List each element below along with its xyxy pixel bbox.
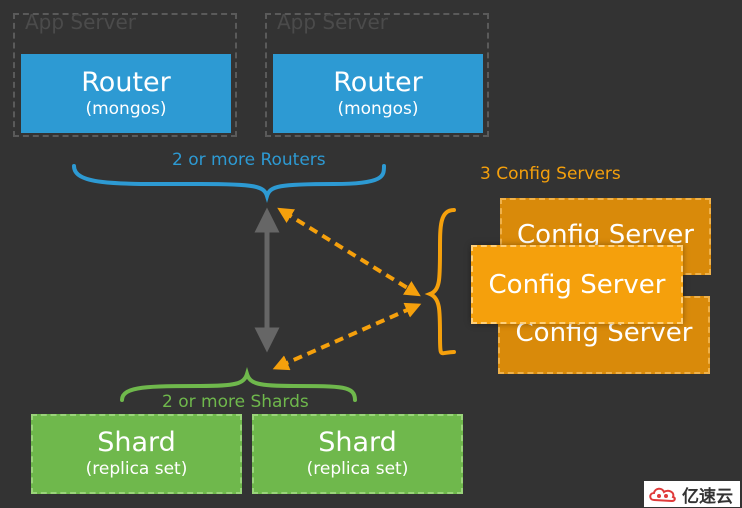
- router-title: Router: [333, 66, 423, 98]
- router-1: Router (mongos): [21, 54, 231, 133]
- shard-title: Shard: [318, 427, 397, 458]
- config-server-front: Config Server: [471, 245, 683, 324]
- cloud-logo-icon: [649, 487, 676, 503]
- shards-brace: [120, 367, 357, 402]
- routers-brace: [72, 164, 386, 203]
- router-title: Router: [81, 66, 171, 98]
- router-config-arrow: [277, 207, 421, 297]
- shard-1: Shard (replica set): [31, 414, 242, 494]
- router-2: Router (mongos): [273, 54, 483, 133]
- app-server-label: App Server: [277, 10, 389, 34]
- shard-subtitle: (replica set): [306, 459, 409, 479]
- config-server-title: Config Server: [488, 269, 666, 300]
- routers-caption: 2 or more Routers: [172, 150, 326, 170]
- shards-caption: 2 or more Shards: [162, 392, 309, 412]
- shard-config-arrow: [272, 302, 422, 371]
- config-server-title: Config Server: [517, 219, 694, 250]
- shard-title: Shard: [97, 427, 176, 458]
- shard-subtitle: (replica set): [85, 459, 188, 479]
- router-subtitle: (mongos): [337, 98, 419, 119]
- watermark-text: 亿速云: [682, 486, 733, 507]
- watermark: 亿速云: [644, 481, 740, 507]
- router-subtitle: (mongos): [85, 98, 167, 119]
- config-brace: [424, 208, 456, 356]
- app-server-1: App Server: [13, 10, 237, 137]
- config-caption: 3 Config Servers: [480, 164, 621, 184]
- app-server-2: App Server: [265, 10, 489, 137]
- shard-2: Shard (replica set): [252, 414, 463, 494]
- app-server-label: App Server: [25, 10, 137, 34]
